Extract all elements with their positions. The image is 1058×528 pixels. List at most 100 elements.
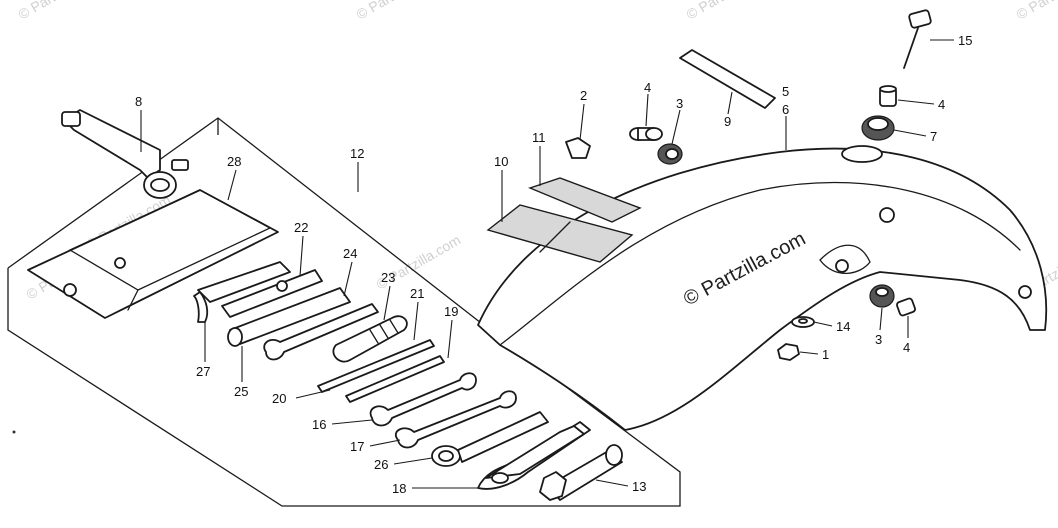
- grip-ridge-2: [379, 324, 389, 339]
- leader-13: [595, 479, 629, 487]
- toolkit-frame: [7, 117, 681, 507]
- fender-side-hole: [879, 207, 895, 223]
- callout-12: 12: [350, 146, 364, 161]
- decal-10-split: [539, 221, 571, 253]
- callout-20: 20: [272, 391, 286, 406]
- leader-21: [413, 301, 419, 341]
- callout-3b: 3: [875, 332, 882, 347]
- leader-3-b: [879, 307, 883, 331]
- clip-part-2: [565, 137, 591, 159]
- callout-27: 27: [196, 364, 210, 379]
- grommet-top-7: [867, 117, 889, 131]
- strap-buckle: [61, 111, 81, 127]
- decals: [486, 49, 776, 263]
- wrench-17: [395, 390, 517, 449]
- leader-23: [383, 285, 391, 321]
- ring-wrench-26: [431, 411, 549, 467]
- leader-2: [579, 103, 585, 141]
- grip-ridge-1: [369, 329, 379, 344]
- leader-20: [295, 389, 331, 399]
- grommet-hole-3-a: [665, 148, 679, 160]
- grommet-hole-3-b: [875, 287, 889, 297]
- callout-25: 25: [234, 384, 248, 399]
- leader-22: [299, 235, 304, 277]
- strap-ring-inner: [150, 178, 170, 192]
- callout-4a: 4: [644, 80, 651, 95]
- callout-22: 22: [294, 220, 308, 235]
- callout-5: 5: [782, 84, 789, 99]
- tool-bag-flap: [68, 189, 272, 291]
- decal-10: [486, 204, 634, 263]
- leader-4-b: [897, 99, 935, 105]
- leader-14: [813, 321, 833, 327]
- screwdriver-23: [332, 315, 408, 363]
- callout-7: 7: [930, 129, 937, 144]
- callout-2: 2: [580, 88, 587, 103]
- nut-part-1: [777, 343, 800, 361]
- tool-bag-seam: [127, 289, 139, 311]
- stray-dot: [12, 430, 16, 434]
- callout-17: 17: [350, 439, 364, 454]
- socket-hex: [539, 471, 567, 501]
- collar-end-4-a: [645, 127, 663, 141]
- washer-hole-14: [798, 318, 808, 324]
- pliers-jaw-b: [485, 425, 585, 479]
- leader-9: [727, 91, 733, 115]
- callout-21: 21: [410, 286, 424, 301]
- callout-9: 9: [724, 114, 731, 129]
- callout-23: 23: [381, 270, 395, 285]
- fender-mount-bracket: [819, 244, 871, 274]
- callout-18: 18: [392, 481, 406, 496]
- callout-4c: 4: [903, 340, 910, 355]
- handle-25-end: [227, 327, 243, 347]
- screwdriver-grip: [332, 315, 408, 363]
- callout-26: 26: [374, 457, 388, 472]
- decal-9: [679, 49, 776, 109]
- tools-handles: [227, 287, 379, 361]
- leader-17: [369, 439, 401, 447]
- collar-part-4-c: [896, 297, 916, 317]
- spanner-27: [197, 261, 291, 303]
- callout-1: 1: [822, 347, 829, 362]
- callout-3a: 3: [676, 96, 683, 111]
- callout-19: 19: [444, 304, 458, 319]
- tool-bag-grommet: [63, 283, 77, 297]
- fender-body: [477, 147, 1048, 431]
- open-wrenches: [369, 372, 517, 449]
- fender-hardware: [565, 9, 932, 361]
- tools-spanners: [193, 261, 323, 323]
- tool-strap-8: [61, 109, 189, 199]
- screwdriver-blades: [317, 339, 445, 403]
- callout-labels: 8 28 12 22 24 23 21 19 27 25 20 16 17 26…: [135, 33, 972, 496]
- rear-fender: [477, 145, 1048, 431]
- fender-top-grommet: [841, 145, 883, 163]
- watermark-faint-3: © Partzilla.com: [684, 0, 774, 23]
- callout-10: 10: [494, 154, 508, 169]
- watermark-faint-1: © Partzilla.com: [16, 0, 106, 23]
- leader-16: [331, 419, 373, 425]
- ring-wrench-hole: [438, 450, 454, 462]
- leader-3-a: [671, 109, 681, 145]
- callout-11: 11: [532, 130, 546, 145]
- tool-bag-28: [27, 189, 279, 319]
- leader-26: [393, 457, 433, 465]
- fender-mount-hole: [835, 259, 849, 273]
- bolt-shaft-15: [903, 27, 919, 69]
- pliers-pivot: [491, 472, 509, 484]
- callout-4b: 4: [938, 97, 945, 112]
- spanner-27-hook: [193, 291, 209, 323]
- pliers-18: [477, 421, 591, 490]
- wrench-24: [263, 303, 379, 361]
- leader-lines: [140, 39, 954, 489]
- blade-21: [317, 339, 435, 393]
- callout-14: 14: [836, 319, 850, 334]
- bolt-head-15: [908, 9, 932, 29]
- leader-4-a: [645, 93, 649, 127]
- callout-16: 16: [312, 417, 326, 432]
- callout-24: 24: [343, 246, 357, 261]
- leader-28: [227, 169, 237, 201]
- toolkit-boundary: [7, 117, 681, 507]
- blade-19: [345, 355, 445, 403]
